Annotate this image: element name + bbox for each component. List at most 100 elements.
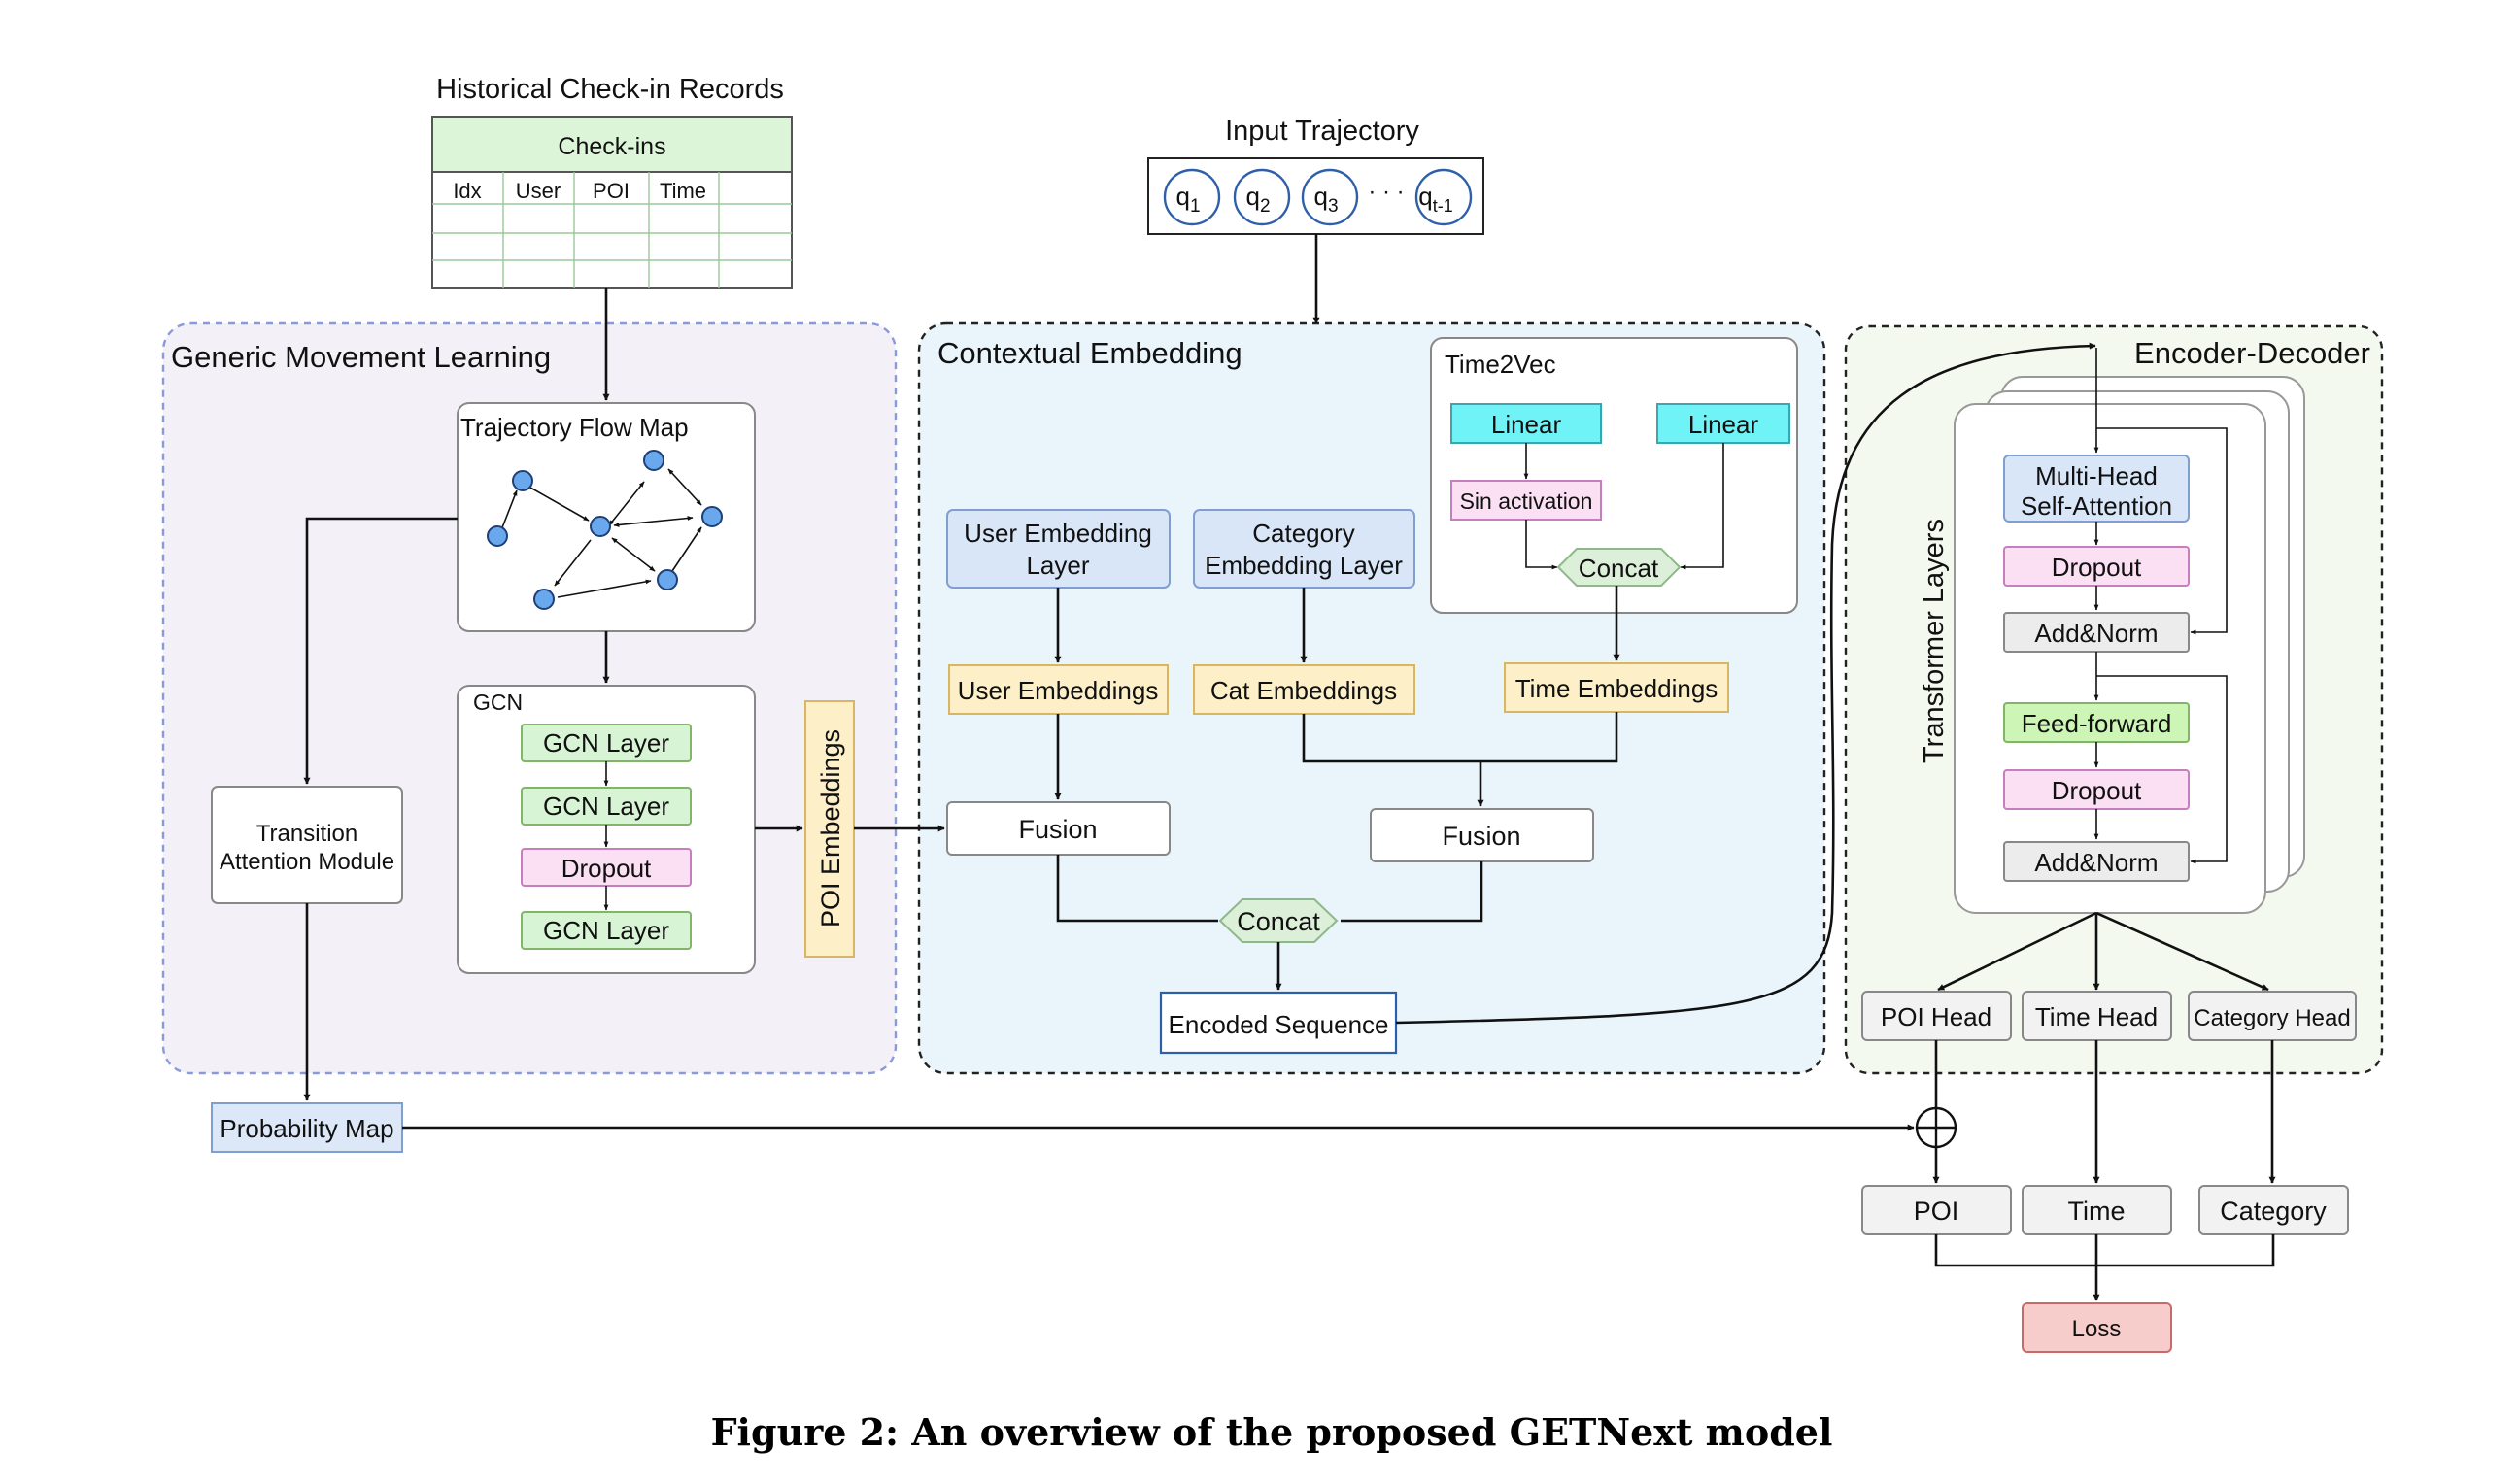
- svg-text:POI Head: POI Head: [1881, 1002, 1991, 1031]
- svg-text:Category: Category: [2220, 1197, 2327, 1226]
- svg-text:Category: Category: [1252, 519, 1355, 548]
- graph-node: [657, 569, 678, 590]
- col-idx: Idx: [453, 179, 481, 203]
- time2vec-linear-1: Linear: [1450, 403, 1602, 444]
- gcn-layer-2: GCN Layer: [521, 787, 692, 826]
- graph-node: [533, 589, 555, 610]
- checkins-table-header-label: Check-ins: [558, 133, 665, 160]
- trajectory-ellipsis: · · ·: [1368, 179, 1404, 205]
- col-user: User: [516, 179, 561, 203]
- figure-caption: Figure 2: An overview of the proposed GE…: [711, 1410, 1833, 1454]
- graph-node: [701, 506, 723, 527]
- user-embeddings: User Embeddings: [948, 664, 1169, 715]
- loss-box: Loss: [2022, 1302, 2172, 1353]
- svg-text:Dropout: Dropout: [2052, 553, 2142, 582]
- svg-text:Cat Embeddings: Cat Embeddings: [1210, 676, 1397, 705]
- encoder-decoder-title: Encoder-Decoder: [2134, 336, 2370, 370]
- svg-text:Dropout: Dropout: [2052, 776, 2142, 805]
- svg-text:GCN Layer: GCN Layer: [543, 728, 669, 758]
- time-embeddings: Time Embeddings: [1504, 662, 1729, 713]
- svg-text:Dropout: Dropout: [561, 854, 652, 883]
- user-embedding-layer: User Embedding Layer: [946, 509, 1171, 589]
- svg-text:Linear: Linear: [1491, 410, 1562, 439]
- svg-text:Add&Norm: Add&Norm: [2034, 848, 2158, 877]
- graph-node: [590, 516, 611, 537]
- graph-node: [643, 450, 664, 471]
- svg-text:Add&Norm: Add&Norm: [2034, 619, 2158, 648]
- transition-attention-label-1: Transition: [256, 821, 357, 847]
- poi-head: POI Head: [1861, 991, 2012, 1041]
- svg-text:qt-1: qt-1: [1418, 182, 1452, 216]
- arrow-encoded-to-transformer: [1395, 342, 2096, 1025]
- svg-text:Time: Time: [2068, 1197, 2126, 1226]
- flow-graph: [487, 450, 723, 610]
- fusion-cat-time: Fusion: [1370, 808, 1594, 862]
- transformer-layers-label: Transformer Layers: [1919, 519, 1950, 763]
- trajectory-node-q1: q1: [1163, 168, 1221, 226]
- cat-embeddings: Cat Embeddings: [1193, 664, 1415, 715]
- svg-text:Fusion: Fusion: [1018, 815, 1097, 844]
- add-norm-2: Add&Norm: [2003, 841, 2190, 882]
- svg-text:q1: q1: [1175, 182, 1200, 217]
- svg-text:Loss: Loss: [2072, 1316, 2122, 1342]
- gcn-dropout: Dropout: [521, 848, 692, 887]
- svg-text:Time Head: Time Head: [2035, 1002, 2158, 1031]
- time-head: Time Head: [2022, 991, 2172, 1041]
- output-time: Time: [2022, 1185, 2172, 1235]
- svg-text:Embedding Layer: Embedding Layer: [1205, 551, 1403, 580]
- transition-attention-label-2: Attention Module: [220, 849, 394, 875]
- checkins-table: Check-ins Idx User POI Time: [431, 116, 793, 289]
- svg-text:User Embedding: User Embedding: [964, 519, 1152, 548]
- historical-title: Historical Check-in Records: [436, 74, 784, 105]
- output-category: Category: [2198, 1185, 2349, 1235]
- time2vec-title: Time2Vec: [1445, 350, 1556, 379]
- trajectory-node-qt-1: qt-1: [1414, 168, 1473, 226]
- probability-map-label: Probability Map: [220, 1114, 393, 1143]
- category-embedding-layer: Category Embedding Layer: [1193, 509, 1415, 589]
- svg-text:Category Head: Category Head: [2194, 1005, 2350, 1031]
- trajectory-node-q3: q3: [1301, 168, 1359, 226]
- svg-text:Self-Attention: Self-Attention: [2021, 491, 2172, 521]
- svg-text:Encoded Sequence: Encoded Sequence: [1169, 1010, 1389, 1039]
- poi-embeddings-box: [804, 700, 855, 958]
- dropout-1: Dropout: [2003, 546, 2190, 587]
- category-head: Category Head: [2188, 991, 2357, 1041]
- gcn-title: GCN: [473, 690, 523, 715]
- feed-forward: Feed-forward: [2003, 702, 2190, 743]
- poi-embeddings-label: POI Embeddings: [816, 729, 845, 928]
- svg-text:GCN Layer: GCN Layer: [543, 792, 669, 821]
- graph-node: [487, 525, 508, 547]
- svg-text:Linear: Linear: [1688, 410, 1759, 439]
- gcn-layer-1: GCN Layer: [521, 724, 692, 762]
- trajectory-flow-map-label: Trajectory Flow Map: [460, 413, 689, 442]
- svg-text:q2: q2: [1245, 182, 1270, 217]
- col-time: Time: [660, 179, 706, 203]
- dropout-2: Dropout: [2003, 769, 2190, 810]
- time2vec-sin-activation: Sin activation: [1450, 480, 1602, 521]
- svg-text:Time Embeddings: Time Embeddings: [1515, 674, 1718, 703]
- svg-text:Sin activation: Sin activation: [1460, 489, 1593, 514]
- checkins-table-header: [431, 116, 793, 173]
- graph-node: [512, 470, 533, 491]
- encoded-sequence: Encoded Sequence: [1159, 991, 1398, 1055]
- contextual-embedding-title: Contextual Embedding: [937, 336, 1242, 370]
- svg-text:Layer: Layer: [1026, 551, 1089, 580]
- time2vec-linear-2: Linear: [1656, 403, 1790, 444]
- multi-head-self-attention: Multi-Head Self-Attention: [2003, 455, 2190, 523]
- svg-text:Concat: Concat: [1579, 554, 1659, 583]
- gcn-layer-3: GCN Layer: [521, 911, 692, 950]
- svg-text:Feed-forward: Feed-forward: [2022, 709, 2172, 738]
- plus-junction-icon: [1915, 1106, 1957, 1149]
- svg-text:Concat: Concat: [1237, 907, 1320, 936]
- time2vec-concat: Concat: [1556, 548, 1682, 587]
- output-poi: POI: [1861, 1185, 2012, 1235]
- trajectory-node-q2: q2: [1233, 168, 1291, 226]
- svg-text:POI: POI: [1914, 1197, 1959, 1226]
- arrow-flowmap-to-transition: [303, 517, 458, 785]
- add-norm-1: Add&Norm: [2003, 612, 2190, 653]
- col-poi: POI: [593, 179, 630, 203]
- svg-text:Multi-Head: Multi-Head: [2035, 461, 2158, 490]
- input-trajectory-title: Input Trajectory: [1225, 116, 1419, 147]
- concat-main: Concat: [1218, 898, 1339, 943]
